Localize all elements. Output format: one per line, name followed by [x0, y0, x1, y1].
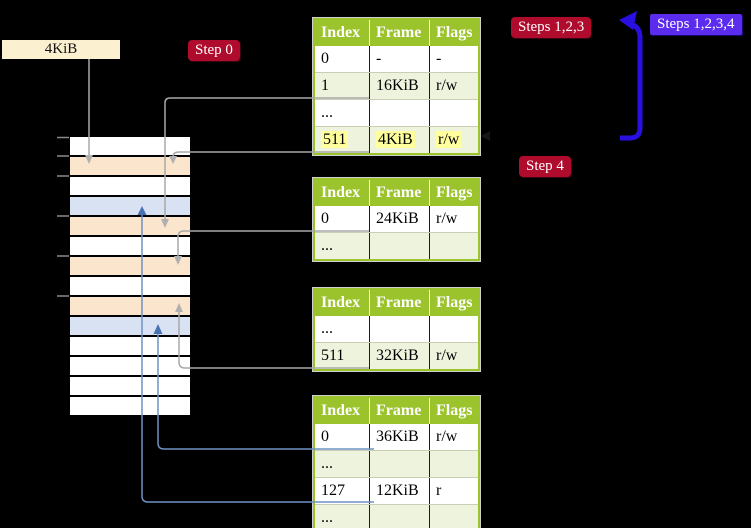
table-cell [370, 233, 430, 259]
table-cell: r [436, 482, 442, 499]
memory-row-orange [70, 157, 190, 175]
table-cell: - [370, 46, 430, 72]
header-cell: Flags [436, 294, 473, 311]
memory-row-white [70, 397, 190, 415]
table-cell: - [436, 50, 442, 67]
table-cell: 32KiB [370, 343, 430, 369]
header-cell: Frame [370, 398, 430, 424]
memory-stack [70, 137, 190, 415]
table-cell: 36KiB [370, 424, 430, 450]
table-cell: ... [315, 451, 370, 477]
loop-arrowhead [619, 11, 637, 30]
header-cell: Index [315, 398, 370, 424]
table-row: ... [315, 504, 478, 528]
page-size-label: 4KiB [2, 40, 120, 59]
highlighted-value: 4KiB [376, 131, 415, 148]
table-cell [370, 451, 430, 477]
table-cell: 127 [315, 478, 370, 504]
memory-row-white [70, 337, 190, 355]
table-cell [370, 505, 430, 528]
header-cell: Flags [436, 184, 473, 201]
table-cell: 1 [315, 73, 370, 99]
memory-row-orange [70, 217, 190, 235]
table-cell: r/w [436, 428, 458, 445]
table-cell [430, 100, 478, 126]
memory-row-white [70, 357, 190, 375]
table-cell: 24KiB [370, 206, 430, 232]
table-row: 511 4KiB r/w [315, 126, 478, 153]
steps123-badge: Steps 1,2,3 [511, 17, 592, 38]
table-cell [370, 100, 430, 126]
table-cell: 16KiB [370, 73, 430, 99]
dark-arrowhead-table1-row511 [481, 131, 490, 141]
table-row: ... [315, 99, 478, 126]
table-cell: r/w [436, 210, 458, 227]
table-cell: 511 [315, 343, 370, 369]
memory-row-white [70, 237, 190, 255]
header-cell: Index [315, 20, 370, 46]
table-cell: ... [315, 100, 370, 126]
highlighted-value: r/w [436, 131, 462, 148]
steps1234-badge: Steps 1,2,3,4 [650, 14, 742, 35]
highlighted-value: 511 [321, 131, 349, 148]
header-cell: Index [315, 180, 370, 206]
table-cell: r/w [436, 77, 458, 94]
table-cell [430, 505, 478, 528]
memory-row-orange [70, 257, 190, 275]
memory-row-orange [70, 297, 190, 315]
table-cell: 0 [315, 206, 370, 232]
table-row: ... [315, 450, 478, 477]
table-cell: 0 [315, 46, 370, 72]
memory-row-blue [70, 317, 190, 335]
table-cell [370, 316, 430, 342]
header-cell: Frame [370, 290, 430, 316]
table-row: 0-- [315, 46, 478, 72]
step4-badge: Step 4 [519, 156, 571, 177]
table-cell: ... [315, 233, 370, 259]
table-cell: r/w [430, 127, 478, 153]
table-cell [430, 316, 478, 342]
table-cell: 12KiB [370, 478, 430, 504]
step0-badge: Step 0 [188, 40, 240, 61]
table-cell: 4KiB [370, 127, 430, 153]
header-cell: Flags [436, 24, 473, 41]
table-row: ... [315, 232, 478, 259]
table-cell: ... [315, 316, 370, 342]
table-cell: 511 [315, 127, 370, 153]
memory-row-white [70, 137, 190, 155]
memory-row-blue [70, 197, 190, 215]
header-cell: Frame [370, 180, 430, 206]
header-cell: Frame [370, 20, 430, 46]
table-cell [430, 451, 478, 477]
table-cell: ... [315, 505, 370, 528]
loop-arrow-steps1234 [620, 21, 643, 141]
table-cell [430, 233, 478, 259]
table-row: ... [315, 316, 478, 342]
memory-row-white [70, 377, 190, 395]
memory-row-white [70, 177, 190, 195]
table-cell: r/w [436, 347, 458, 364]
table-cell: 0 [315, 424, 370, 450]
header-cell: Flags [436, 402, 473, 419]
memory-tick-marks [57, 136, 69, 297]
header-cell: Index [315, 290, 370, 316]
memory-row-white [70, 277, 190, 295]
